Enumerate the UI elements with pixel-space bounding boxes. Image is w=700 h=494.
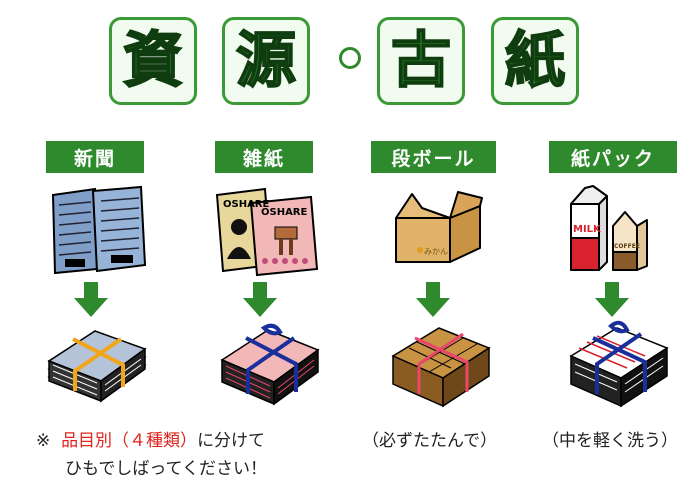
milk-carton-text: MILK xyxy=(573,224,602,235)
down-arrow-icon-4 xyxy=(595,282,629,317)
newspaper-bundle-icon xyxy=(47,330,147,403)
magazine-bundle-icon xyxy=(220,323,320,406)
instruction-line-1: ※ 品目別（４種類）に分けて xyxy=(36,426,265,451)
down-arrow-icon-2 xyxy=(243,282,277,317)
newspaper-icon xyxy=(51,185,147,275)
instruction-line-2: ひもでしばってください！ xyxy=(65,459,267,479)
magazine-cover-text-back: OSHARE xyxy=(223,199,270,210)
item-count-highlight: 品目別（４種類） xyxy=(61,431,198,451)
cardboard-bundle-icon xyxy=(391,327,491,408)
title-char-2: 源 xyxy=(222,17,310,105)
box-label-text: みかん xyxy=(424,247,448,256)
instruction-line-1-rest: に分けて xyxy=(197,431,266,451)
coffee-carton-text: COFFEE xyxy=(614,243,640,250)
carton-bundle-icon xyxy=(569,320,669,408)
category-label-newspaper: 新聞 xyxy=(46,141,144,173)
note-mark: ※ xyxy=(36,431,51,451)
category-label-carton: 紙パック xyxy=(549,141,677,173)
magazine-cover-text-front: OSHARE xyxy=(261,207,308,218)
title-char-3: 古 xyxy=(377,17,465,105)
milk-carton-icon: MILK COFFEE xyxy=(570,185,648,271)
down-arrow-icon-3 xyxy=(416,282,450,317)
down-arrow-icon-1 xyxy=(74,282,108,317)
carton-note: （中を軽く洗う） xyxy=(542,431,678,451)
magazine-icon: OSHARE OSHARE xyxy=(215,187,319,277)
title-char-4: 紙 xyxy=(491,17,579,105)
title-separator-dot xyxy=(339,47,361,69)
category-label-cardboard: 段ボール xyxy=(371,141,496,173)
title-char-1: 資 xyxy=(109,17,197,105)
category-label-magazine: 雑紙 xyxy=(215,141,313,173)
cardboard-box-icon: みかん xyxy=(395,191,483,263)
cardboard-note: （必ずたたんで） xyxy=(362,431,498,451)
